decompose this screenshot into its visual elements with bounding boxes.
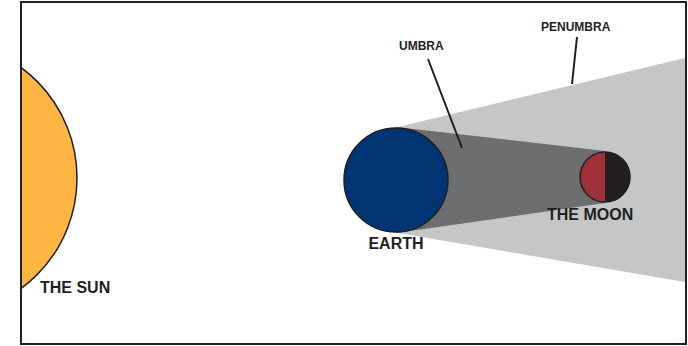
moon-circle: THE MOON [579,151,631,203]
moon-dark-half [605,152,630,202]
sun-disc [22,41,77,315]
moon-circle-shape [579,151,631,203]
earth-circle: EARTH [343,127,449,233]
body-label: EARTH [368,236,423,252]
leader-line [572,37,577,84]
earth-circle-shape [343,127,449,233]
moon-lit-half [580,152,605,202]
shadow-label: PENUMBRA [541,21,610,33]
sun-circle-shape [22,40,80,316]
sun-circle: THE SUN [22,40,80,316]
earth-disc [344,128,448,232]
moon-outline [580,152,630,202]
body-label: THE MOON [547,207,633,223]
shadow-label: UMBRA [399,40,444,52]
leader-line [428,59,462,148]
frame [21,2,686,344]
body-label: THE SUN [40,280,110,296]
